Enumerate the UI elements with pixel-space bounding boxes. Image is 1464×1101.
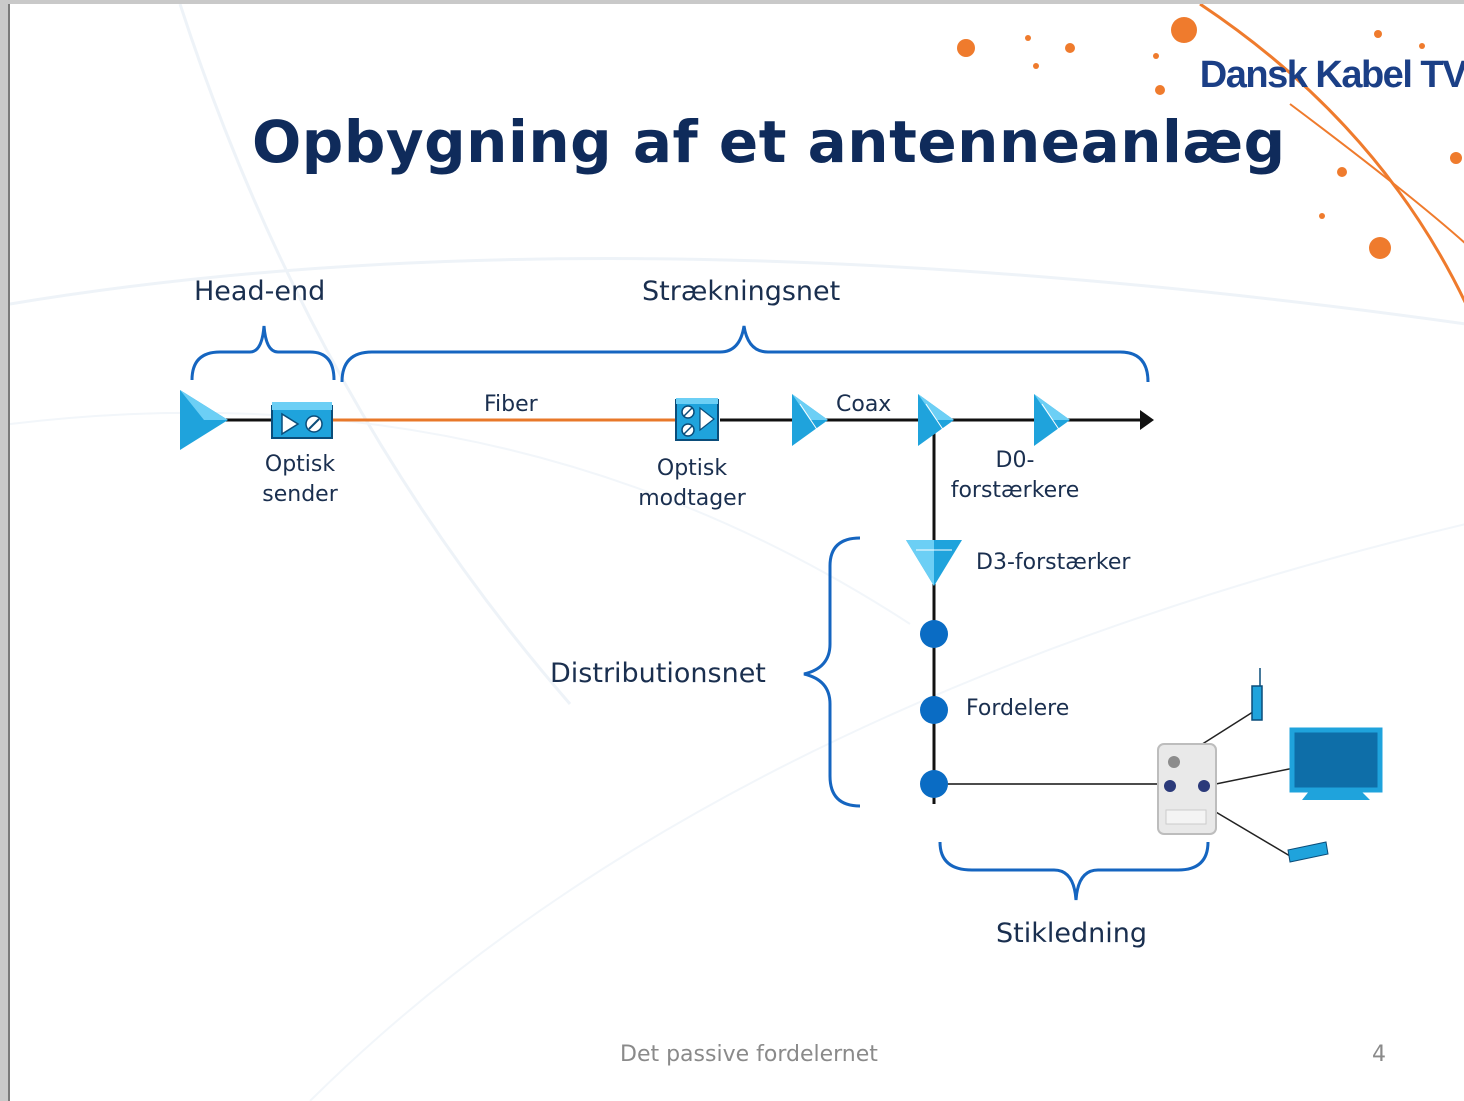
straekningsnet-label: Strækningsnet	[642, 276, 841, 307]
outlet-to-tv	[1205, 767, 1295, 787]
footer-text: Det passive fordelernet	[620, 1042, 878, 1067]
decorative-dots	[957, 4, 1464, 304]
amplifier-icon	[1034, 394, 1070, 446]
stikledning-label: Stikledning	[996, 918, 1147, 949]
page-number: 4	[1372, 1042, 1386, 1067]
distributionsnet-label: Distributionsnet	[550, 658, 766, 689]
optisk-modtager-line2: modtager	[638, 486, 746, 511]
straekningsnet-brace	[340, 325, 1150, 383]
coax-label: Coax	[836, 392, 892, 417]
radio-icon	[1251, 668, 1263, 721]
slide-title: Opbygning af et antenneanlæg	[252, 108, 1286, 176]
trunk-arrowhead	[1140, 410, 1154, 430]
splitter-node-icon	[920, 770, 948, 798]
d0-line1: D0-	[995, 448, 1035, 473]
optisk-sender-label: Optisk sender	[250, 450, 350, 510]
head-end-label: Head-end	[194, 276, 326, 307]
optisk-modtager-label: Optisk modtager	[624, 454, 760, 514]
wall-outlet-icon	[1157, 743, 1217, 835]
d3-label: D3-forstærker	[976, 550, 1131, 575]
optisk-sender-line1: Optisk	[264, 452, 336, 477]
brand-logo: Dansk Kabel TV	[1199, 54, 1464, 96]
head-end-brace	[190, 325, 336, 381]
amplifier-icon	[918, 394, 954, 446]
d0-line2: forstærkere	[950, 478, 1080, 503]
d0-label: D0- forstærkere	[940, 446, 1090, 506]
splitter-node-icon	[920, 620, 948, 648]
optisk-sender-line2: sender	[262, 482, 338, 507]
optical-transmitter-icon	[271, 402, 333, 439]
network-diagram	[180, 325, 1383, 901]
distributionsnet-brace	[803, 536, 861, 808]
splitter-node-icon	[920, 696, 948, 724]
set-top-box-icon	[1287, 841, 1329, 863]
amplifier-icon	[792, 394, 828, 446]
fordelere-label: Fordelere	[966, 696, 1070, 721]
slide: Dansk Kabel TV Opbygning af et antennean…	[8, 4, 1464, 1101]
background-swirl	[10, 4, 1464, 1101]
amplifier-icon	[180, 390, 228, 450]
stikledning-brace	[938, 841, 1210, 901]
optical-receiver-icon	[675, 398, 719, 441]
fiber-label: Fiber	[484, 392, 538, 417]
tv-monitor-icon	[1289, 727, 1383, 800]
optisk-modtager-line1: Optisk	[656, 456, 728, 481]
amplifier-icon	[906, 540, 962, 586]
